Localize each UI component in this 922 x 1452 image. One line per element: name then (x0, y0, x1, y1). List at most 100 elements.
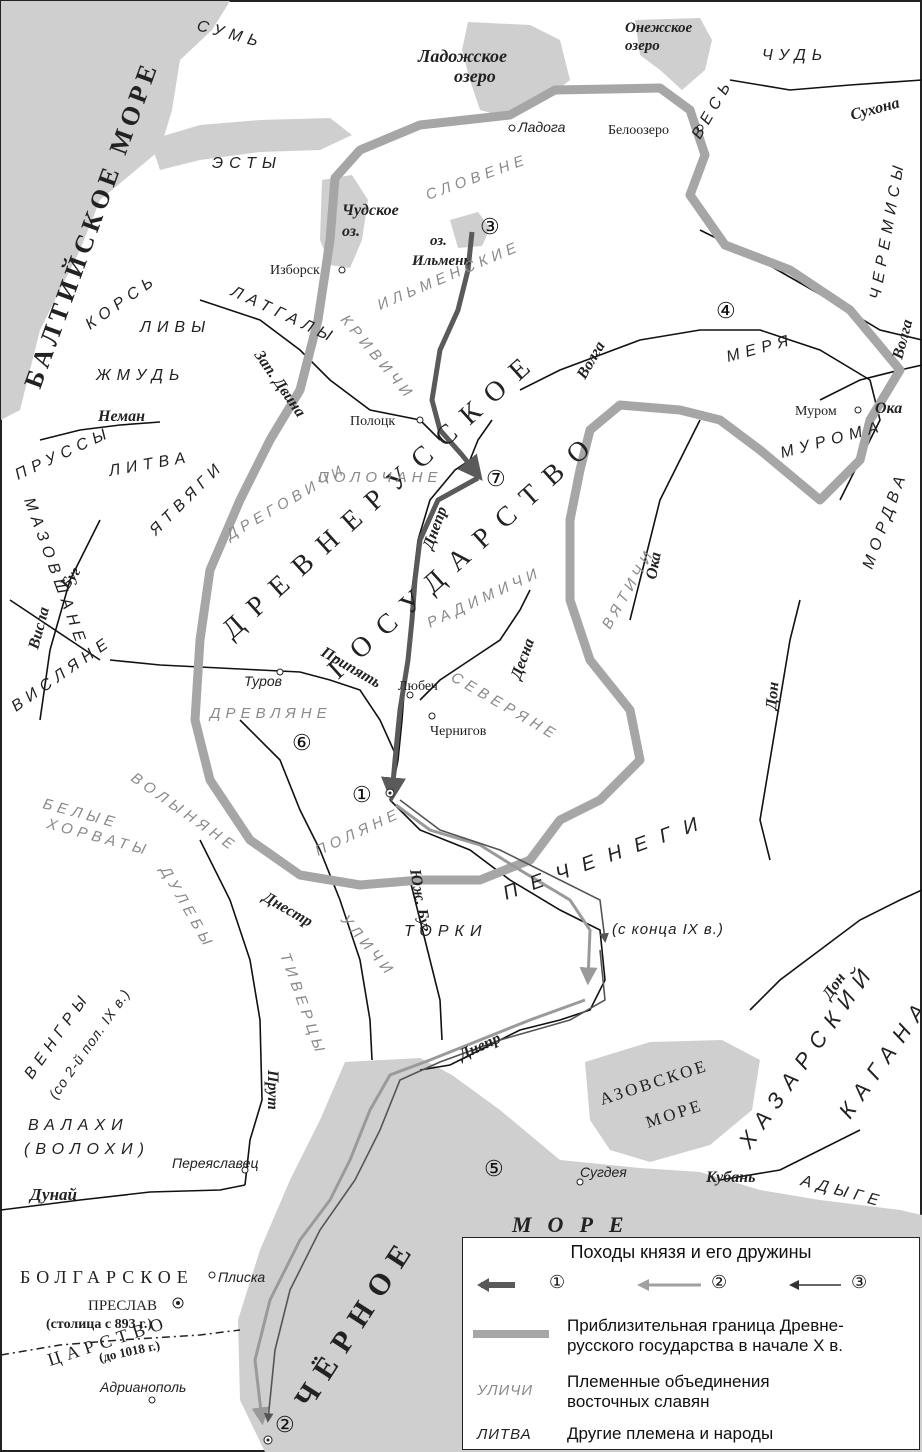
black-sea-label-2: МОРЕ (511, 1212, 640, 1237)
marker-7: ⑦ (486, 466, 506, 491)
people-prussy: ПРУССЫ (13, 424, 115, 484)
city-ladoga: Ладога (517, 119, 566, 135)
peipus-label-1: Чудское (342, 202, 399, 219)
legend-border-text-1: Приблизительная граница Древне- (567, 1316, 844, 1335)
ilmen-label-1: оз. (430, 233, 447, 249)
city-sugdeya: Сугдея (580, 1164, 627, 1180)
people-torki: ТОРКИ (404, 923, 487, 940)
legend-routes-row: ① ② ③ (463, 1270, 919, 1300)
city-izborsk: Изборск (270, 263, 320, 278)
people-pechenegi-note: (с конца IX в.) (612, 921, 724, 938)
people-sum: СУМЬ (195, 17, 266, 51)
legend-other-text: Другие племена и народы (567, 1424, 774, 1443)
city-pliska: Плиска (218, 1269, 265, 1285)
city-polotsk: Полоцк (350, 414, 395, 429)
tribe-polochane: ПОЛОЧАНЕ (318, 469, 442, 486)
tribe-tivertsy: ТИВЕРЦЫ (276, 951, 329, 1059)
legend-other-sample: ЛИТВА (477, 1426, 532, 1443)
people-vislyane: ВИСЛЯНЕ (9, 633, 116, 715)
ladoga-label-2: озеро (454, 66, 496, 86)
rivers (0, 79, 922, 1211)
river-dnepr-lower: Днепр (455, 1030, 504, 1065)
legend-route-3-label: ③ (851, 1272, 868, 1292)
river-desna: Десна (507, 636, 538, 683)
river-dunai: Дунай (28, 1185, 77, 1204)
campaign-routes (251, 231, 609, 1426)
ladoga-label-1: Ладожское (417, 46, 507, 66)
people-livy: ЛИВЫ (139, 319, 211, 336)
legend-border-row: Приблизительная граница Древне- русского… (463, 1316, 919, 1360)
state-border (190, 83, 905, 890)
river-kuban: Кубань (705, 1169, 755, 1186)
tribe-ulichi: УЛИЧИ (336, 911, 399, 981)
people-merya: МЕРЯ (725, 331, 796, 365)
city-murom: Муром (795, 404, 837, 419)
marker-1: ① (352, 782, 372, 807)
legend-border-text-2: русского государства в начале X в. (567, 1336, 843, 1355)
river-don: Дон (763, 681, 783, 712)
legend-route-2-label: ② (711, 1272, 728, 1292)
river-oka-east: Ока (875, 400, 902, 417)
city-adrianopol: Адрианополь (99, 1379, 186, 1395)
city-preslav: ПРЕСЛАВ (88, 1298, 157, 1314)
onega-label-1: Онежское (625, 20, 693, 36)
onega-lake (635, 18, 712, 90)
legend-border-sample (473, 1330, 549, 1338)
tribe-drevlyane: ДРЕВЛЯНЕ (208, 705, 332, 722)
tribe-polyane: ПОЛЯНЕ (313, 805, 405, 860)
tribe-krivichi: КРИВИЧИ (337, 312, 418, 404)
legend-route-samples (477, 1278, 841, 1292)
dashed-border (0, 1329, 241, 1356)
city-preslav-note: (столица с 893 г.) (46, 1317, 152, 1332)
marker-6: ⑥ (292, 730, 312, 755)
people-cheremisy: ЧЕРЕМИСЫ (867, 159, 908, 301)
azov-sea (585, 1040, 760, 1162)
peipus-label-2: оз. (342, 223, 360, 240)
people-zhmud: ЖМУДЬ (95, 367, 185, 384)
people-chud: ЧУДЬ (762, 47, 828, 64)
river-volga-east: Волга (889, 318, 916, 362)
people-vepsy: ВЕСЬ (689, 75, 737, 142)
cities: Ладога Белоозеро Изборск Полоцк Муром Ту… (46, 119, 862, 1445)
people-khazar-1: ХАЗАРСКИЙ (732, 956, 881, 1153)
map-legend: Походы князя и его дружины ① ② ③ Приблиз… (462, 1237, 920, 1450)
legend-slav-sample: УЛИЧИ (477, 1382, 534, 1399)
legend-route-1-label: ① (549, 1272, 566, 1292)
numbered-markers: ① ② ③ ④ ⑤ ⑥ ⑦ (275, 214, 736, 1437)
legend-slav-row: УЛИЧИ Племенные объединения восточных сл… (463, 1372, 919, 1416)
people-bulgar-1: БОЛГАРСКОЕ (20, 1267, 194, 1287)
marker-5: ⑤ (484, 1156, 504, 1181)
legend-slav-text-1: Племенные объединения (567, 1372, 770, 1391)
city-pereyaslavets: Переяславец (172, 1155, 258, 1171)
people-esty: ЭСТЫ (212, 155, 282, 172)
people-valakhi-2: (ВОЛОХИ) (24, 1141, 150, 1158)
people-valakhi-1: ВАЛАХИ (28, 1117, 129, 1134)
legend-title: Походы князя и его дружины (570, 1242, 812, 1262)
onega-label-2: озеро (625, 38, 660, 54)
river-oka: Ока (643, 551, 664, 581)
river-volga-upper: Волга (573, 339, 608, 383)
city-lyubech: Любеч (398, 679, 438, 694)
ilmen-label-2: Ильмень (411, 253, 470, 269)
river-sukhona: Сухона (849, 94, 902, 123)
ilmen-lake (450, 212, 490, 248)
tribe-slovene: СЛОВЕНЕ (424, 151, 531, 204)
marker-4: ④ (716, 298, 736, 323)
city-turov: Туров (244, 673, 282, 689)
gulf-of-finland (150, 118, 352, 170)
people-litva: ЛИТВА (107, 449, 193, 480)
city-chernigov: Чернигов (430, 724, 487, 739)
river-dnestr: Днестр (258, 888, 315, 931)
people-mordva: МОРДВА (860, 469, 911, 572)
tribe-ilmenskie: ИЛЬМЕНСКИЕ (375, 238, 524, 314)
marker-3: ③ (480, 214, 500, 239)
river-neman: Неман (97, 408, 145, 425)
city-beloozero: Белоозеро (608, 123, 669, 138)
tribe-vyatichi: ВЯТИЧИ (599, 545, 659, 632)
legend-slav-text-2: восточных славян (567, 1392, 710, 1411)
river-prut: Прут (264, 1069, 281, 1110)
baltic-sea (1, 1, 230, 420)
tribe-dulyoby: ДУЛЕБЫ (156, 862, 218, 953)
marker-2: ② (275, 1412, 295, 1437)
